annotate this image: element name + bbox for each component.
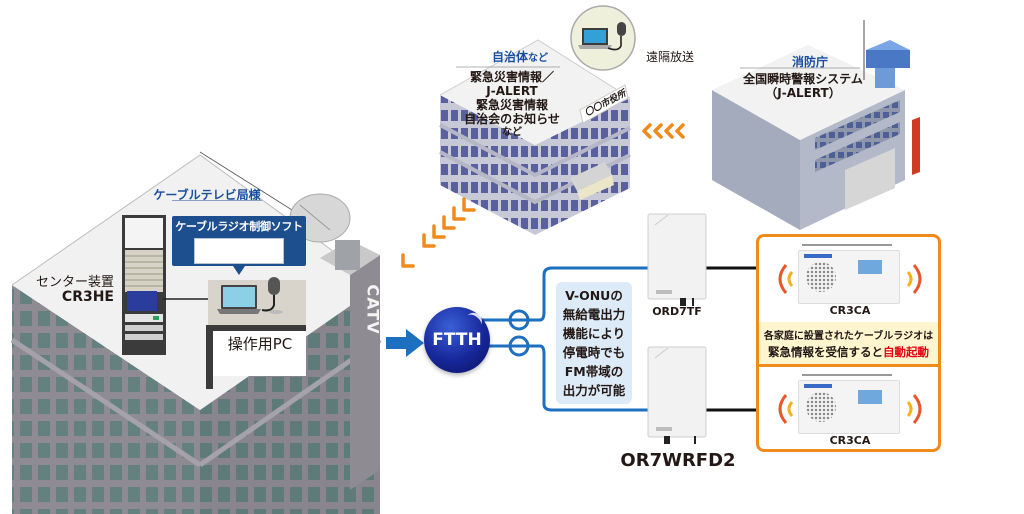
remote-broadcast-illustration	[570, 5, 636, 71]
sound-wave-right-icon	[906, 264, 922, 294]
note-line: 無給電出力	[562, 307, 626, 322]
chevron-left-icon	[664, 123, 674, 139]
chevron-left-icon	[675, 123, 685, 139]
banner-divider	[756, 364, 941, 367]
remote-broadcast-label: 遠隔放送	[645, 50, 694, 64]
control-software-label: ケーブルラジオ制御ソフト	[175, 220, 303, 233]
municipality-info-line: 緊急災害情報	[475, 98, 548, 112]
municipality-title: 自治体	[491, 50, 528, 64]
chevron-down-left-icon	[462, 197, 476, 212]
municipality-info-line: 緊急災害情報／	[469, 70, 554, 84]
radio-model-1: CR3CA	[829, 304, 871, 317]
onu-model-ord7tf: ORD7TF	[652, 305, 702, 318]
control-software-callout: ケーブルラジオ制御ソフト	[172, 216, 306, 266]
cable-station-building	[10, 151, 382, 514]
chevron-left-icon	[653, 123, 663, 139]
fire-agency-system: 全国瞬時警報システム （J-ALERT）	[728, 72, 878, 100]
fire-to-municipality-arrows	[642, 123, 685, 139]
coax-lines	[706, 266, 757, 412]
municipality-info: 緊急災害情報／ J-ALERT 緊急災害情報 自治会のお知らせ など	[452, 70, 572, 140]
chevron-down-left-icon	[452, 206, 466, 221]
banner-highlight: 自動起動	[883, 345, 929, 359]
chevron-left-icon	[642, 123, 652, 139]
cable-station-title: ケーブルテレビ局様	[153, 188, 261, 202]
center-equipment-model: CR3HE	[61, 289, 114, 305]
catv-sign: CATV	[363, 284, 383, 335]
auto-start-banner: 各家庭に設置されたケーブルラジオは 緊急情報を受信すると自動起動	[756, 322, 941, 364]
municipality-info-line: 自治会のお知らせ	[464, 112, 560, 126]
note-line: 機能により	[562, 326, 626, 341]
municipality-info-line: J-ALERT	[486, 84, 538, 98]
software-screenshot	[194, 238, 284, 264]
center-equipment-label: センター装置	[35, 275, 114, 290]
municipality-to-station-arrows	[401, 197, 476, 268]
municipality-building	[439, 39, 631, 235]
chevron-down-left-icon	[422, 233, 436, 248]
sound-wave-left-icon	[778, 394, 794, 424]
note-line: 出力が可能	[562, 383, 626, 398]
municipality-info-line: など	[502, 127, 522, 138]
municipality-title-suffix: など	[528, 53, 548, 64]
chevron-down-left-icon	[442, 215, 456, 230]
note-line: 停電時でも	[562, 345, 626, 360]
sound-wave-left-icon	[778, 264, 794, 294]
municipality-title-group: 自治体など	[470, 48, 570, 65]
radio-cr3ca-image-1	[798, 244, 900, 304]
banner-line2-prefix: 緊急情報を受信すると	[768, 345, 883, 359]
banner-line1: 各家庭に設置されたケーブルラジオは	[763, 331, 934, 342]
fire-agency-title: 消防庁	[791, 55, 828, 69]
chevron-down-left-icon	[432, 224, 446, 239]
onu-model-or7wrfd2: OR7WRFD2	[620, 450, 736, 471]
chevron-down-left-icon	[401, 253, 415, 268]
title-underline	[172, 200, 262, 201]
fiber-lines	[470, 266, 650, 412]
onu-device-or7wrfd2-image	[647, 346, 707, 444]
note-line: V-ONUの	[565, 288, 623, 303]
onu-device-ord7tf-image	[647, 213, 707, 306]
sound-wave-right-icon	[906, 394, 922, 424]
fire-agency-building	[712, 20, 920, 230]
ftth-node: FTTH	[424, 307, 490, 373]
ftth-label: FTTH	[432, 330, 482, 350]
callout-pointer	[233, 266, 245, 275]
catv-to-ftth-arrow	[386, 329, 424, 357]
v-onu-note: V-ONUの 無給電出力 機能により 停電時でも FM帯域の 出力が可能	[556, 282, 632, 404]
fire-agency-system-line2: （J-ALERT）	[765, 86, 841, 100]
radio-cr3ca-image-2	[798, 374, 900, 434]
operation-pc-label: 操作用PC	[227, 335, 293, 353]
banner-line2: 緊急情報を受信すると自動起動	[759, 344, 938, 360]
note-line: FM帯域の	[564, 364, 624, 379]
fire-agency-system-line1: 全国瞬時警報システム	[743, 72, 863, 86]
radio-model-2: CR3CA	[829, 434, 871, 447]
